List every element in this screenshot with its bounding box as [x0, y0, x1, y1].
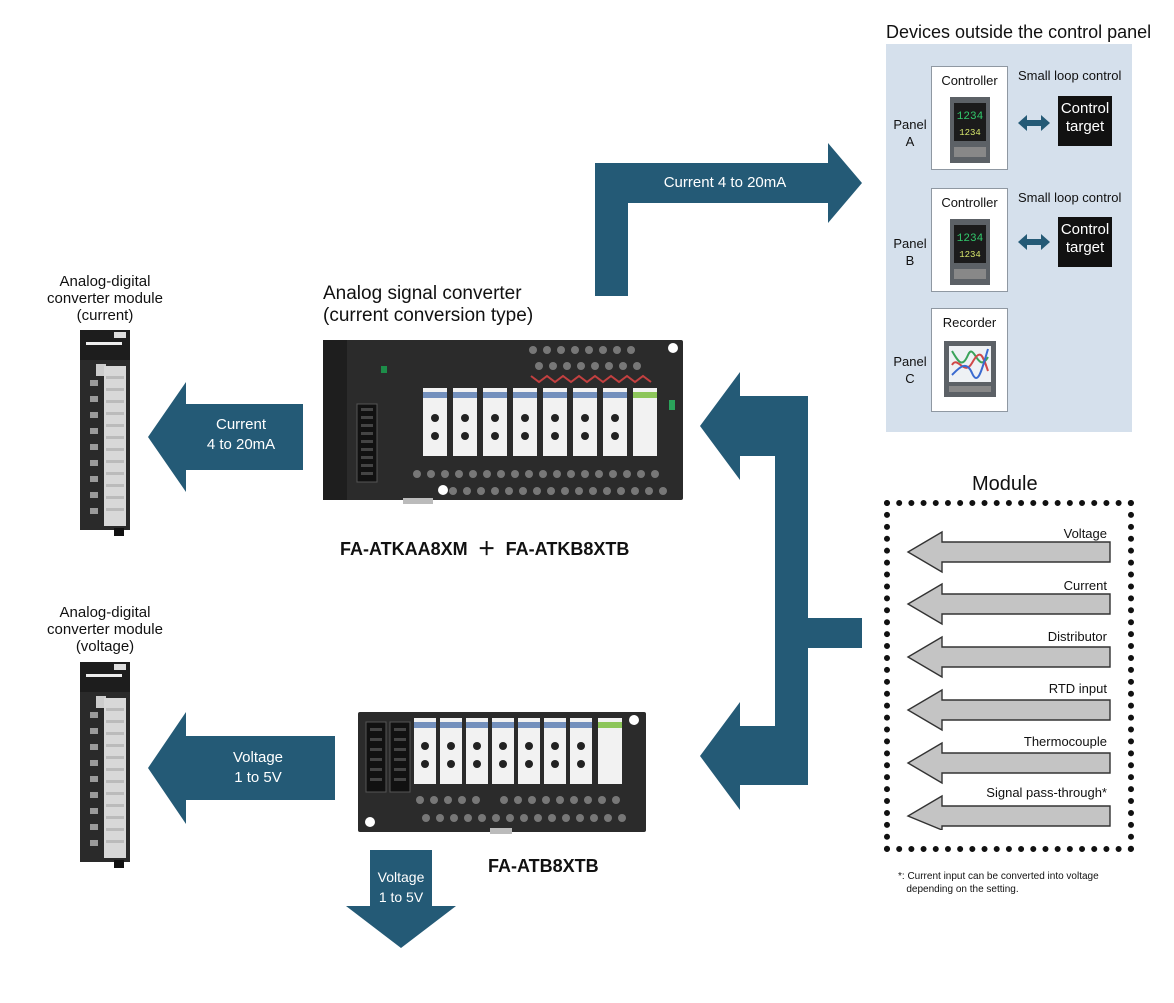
- panel-b-label: Panel B: [893, 236, 927, 268]
- devices-outside-title: Devices outside the control panel: [886, 22, 1152, 42]
- panel-a-display-pv: 1234: [957, 111, 984, 123]
- arrow-label-down: Voltage 1 to 5V: [377, 869, 425, 905]
- panel-c-recorder: Recorder: [931, 308, 1008, 412]
- panel-a-control-target: Control target: [1058, 96, 1112, 146]
- arrow-label-to-panel: Current 4 to 20mA: [663, 174, 787, 191]
- panel-b-control-target: Control target: [1058, 217, 1112, 267]
- module-arrow-current: [906, 582, 1111, 626]
- module-arrow-thermocouple: [906, 741, 1111, 785]
- arrow-down: [346, 850, 456, 948]
- module-arrow-pass-through: [906, 794, 1111, 830]
- current-module-image: [80, 330, 130, 536]
- panel-a-side-label: Small loop control: [1018, 68, 1122, 83]
- arrow-label-voltage: Voltage 1 to 5V: [232, 749, 284, 786]
- voltage-module-caption: Analog-digital converter module (voltage…: [47, 604, 163, 655]
- module-arrow-voltage: [906, 530, 1111, 574]
- arrow-label-current: Current 4 to 20mA: [206, 416, 276, 453]
- bidirectional-arrow-icon: [1018, 115, 1050, 131]
- module-arrow-distributor: [906, 635, 1111, 679]
- bidirectional-arrow-icon: [1018, 234, 1050, 250]
- module-item-rtd: RTD input: [1048, 681, 1107, 696]
- controller-icon: 1234 1234: [950, 97, 990, 163]
- voltage-module-image: [80, 662, 130, 868]
- module-arrow-rtd: [906, 688, 1111, 732]
- module-arrows: [906, 530, 1111, 830]
- module-box: [884, 500, 1134, 852]
- converter-part-numbers: FA-ATKAA8XM ＋ FA-ATKB8XTB: [340, 539, 630, 559]
- module-item-pass-through: Signal pass-through*: [986, 785, 1107, 800]
- arrow-to-panel: [595, 143, 862, 296]
- converter-title: Analog signal converter (current convers…: [323, 283, 534, 326]
- panel-a-device-name: Controller: [941, 73, 998, 88]
- panel-b-display-sv: 1234: [959, 250, 981, 260]
- module-title: Module: [972, 473, 1038, 495]
- panel-b-side-label: Small loop control: [1018, 190, 1122, 205]
- converter-image: [323, 340, 683, 504]
- terminal-block-image: [358, 712, 646, 834]
- controller-icon: 1234 1234: [950, 219, 990, 285]
- module-footnote: *: Current input can be converted into v…: [898, 871, 1099, 895]
- panel-c-device-name: Recorder: [942, 315, 997, 330]
- module-item-current: Current: [1063, 578, 1107, 593]
- current-module-caption: Analog-digital converter module (current…: [47, 273, 163, 324]
- arrow-to-current-module: [148, 382, 303, 492]
- panel-b-controller: Controller 1234 1234: [931, 188, 1008, 292]
- arrow-to-voltage-module: [148, 712, 335, 824]
- module-item-voltage: Voltage: [1063, 526, 1107, 541]
- terminal-block-part-number: FA-ATB8XTB: [488, 856, 599, 876]
- module-item-thermocouple: Thermocouple: [1023, 734, 1107, 749]
- panel-c-label: Panel C: [893, 354, 927, 386]
- panel-a-label: Panel A: [893, 117, 927, 149]
- panel-b-device-name: Controller: [941, 195, 998, 210]
- module-item-distributor: Distributor: [1047, 629, 1107, 644]
- panel-a-display-sv: 1234: [959, 128, 981, 138]
- panel-b-display-pv: 1234: [957, 233, 984, 245]
- panel-a-controller: Controller 1234 1234: [931, 66, 1008, 170]
- arrow-module-trunk: [700, 372, 862, 810]
- recorder-icon: [944, 341, 996, 397]
